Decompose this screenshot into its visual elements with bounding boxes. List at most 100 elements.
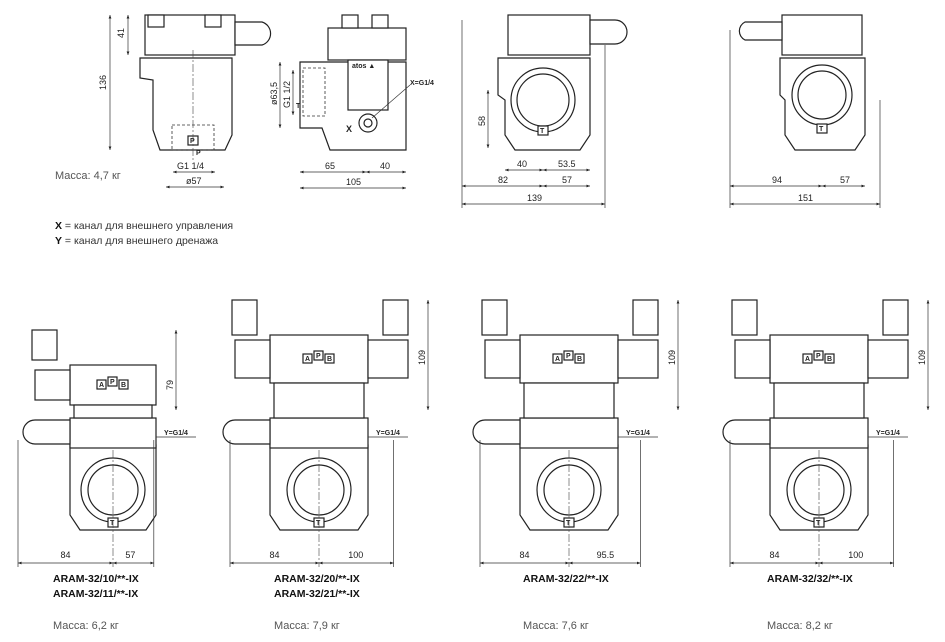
legend-key: Y	[55, 235, 63, 247]
pilot-plug	[472, 419, 521, 445]
valve-body	[139, 57, 233, 151]
model-name: ARAM-32/11/**-IX	[53, 588, 139, 600]
model-name: ARAM-32/21/**-IX	[274, 588, 360, 600]
port-bore	[797, 70, 847, 120]
dim-right: 100	[348, 550, 363, 560]
connector-left	[481, 299, 508, 336]
legend-y: Y = канал для внешнего дренажа	[55, 235, 218, 247]
y-port-label: Y=G1/4	[626, 430, 650, 437]
solenoid-coil-left	[234, 339, 271, 379]
x-port-label: X=G1/4	[410, 80, 434, 87]
dim-139: 139	[527, 193, 542, 203]
port-box	[118, 379, 129, 390]
dim-dia635: ø63,5	[269, 82, 279, 105]
dim-57: 57	[562, 175, 572, 185]
adapter-plate	[773, 382, 865, 419]
port-box	[813, 350, 824, 361]
y-port-label: Y=G1/4	[164, 430, 188, 437]
model-name: ARAM-32/32/**-IX	[767, 573, 853, 585]
view-rear-alt: T 94 57 151	[729, 14, 881, 208]
legend-text: = канал для внешнего дренажа	[62, 235, 219, 247]
port-box	[563, 350, 574, 361]
dim-57: 57	[840, 175, 850, 185]
y-port-label: Y=G1/4	[876, 430, 900, 437]
port-box	[324, 353, 335, 364]
mass-3: Масса: 7,6 кг	[523, 620, 589, 632]
view-front: P P 41 136 G1 1/4 ø57	[98, 14, 272, 189]
dim-136: 136	[98, 75, 108, 90]
solenoid-coil-right	[367, 339, 409, 379]
port-label-b: B	[327, 356, 332, 363]
x-port-inner	[363, 118, 373, 128]
port-t-label: T	[819, 126, 824, 133]
adapter-plate	[273, 382, 365, 419]
port-box	[552, 353, 563, 364]
port-t-label: T	[816, 520, 821, 527]
connector-left	[231, 299, 258, 336]
port-box	[824, 353, 835, 364]
dim-height: 109	[667, 350, 677, 365]
pilot-plate	[69, 417, 157, 449]
dim-height: 109	[417, 350, 427, 365]
port-label-p: P	[816, 353, 821, 360]
dim-port: G1 1/4	[177, 161, 204, 171]
dim-left: 84	[770, 550, 780, 560]
solenoid-coil-right	[867, 339, 909, 379]
model-label-3: ARAM-32/22/**-IX	[523, 572, 609, 587]
port-box	[816, 123, 828, 134]
dim-left: 84	[61, 550, 71, 560]
dim-right: 95.5	[597, 550, 615, 560]
mass-1: Масса: 6,2 кг	[53, 620, 119, 632]
solenoid-coil-right	[617, 339, 659, 379]
dim-40: 40	[517, 159, 527, 169]
dim-height: 79	[165, 380, 175, 390]
dim-65: 65	[325, 161, 335, 171]
dim-right: 57	[125, 550, 135, 560]
legend-x: X = канал для внешнего управления	[55, 220, 233, 232]
dim-151: 151	[798, 193, 813, 203]
dim-left: 84	[270, 550, 280, 560]
pilot-plug	[234, 21, 272, 46]
head-screw	[204, 14, 222, 28]
dim-58: 58	[477, 116, 487, 126]
solenoid-coil-left	[484, 339, 521, 379]
y-port-label: Y=G1/4	[376, 430, 400, 437]
brand-logo: atos ▲	[352, 63, 375, 70]
port-hidden	[302, 67, 326, 117]
port-label-a: A	[555, 356, 560, 363]
head-screw	[371, 14, 389, 29]
port-label-p: P	[110, 379, 115, 386]
pilot-plug	[722, 419, 771, 445]
port-box-label: P	[190, 138, 195, 145]
pilot-plate	[519, 417, 619, 449]
view-rear: T 58 40 53.5 82 57 139	[461, 14, 628, 208]
port-t-label: T	[540, 128, 545, 135]
port-box	[302, 353, 313, 364]
adapter-plate	[523, 382, 615, 419]
port-t-label: T	[316, 520, 321, 527]
pilot-head	[781, 14, 863, 56]
view-side: atos ▲ X X=G1/4 ø63,5 G1 1/2 T 65 40 105	[269, 14, 434, 190]
nameplate	[347, 59, 389, 111]
model-label-4: ARAM-32/32/**-IX	[767, 572, 853, 587]
legend-key: X	[55, 220, 63, 232]
port-label-b: B	[577, 356, 582, 363]
port-t-label: T	[110, 520, 115, 527]
pilot-head	[327, 27, 407, 61]
dim-height: 109	[917, 350, 927, 365]
head-screw	[147, 14, 165, 28]
dim-40: 40	[380, 161, 390, 171]
port-bore	[516, 73, 570, 127]
port-box	[313, 350, 324, 361]
connector-right	[882, 299, 909, 336]
dim-41: 41	[116, 28, 126, 38]
port-label-a: A	[805, 356, 810, 363]
port-label-a: A	[305, 356, 310, 363]
port-label: P	[196, 150, 201, 157]
dim-105: 105	[346, 177, 361, 187]
model-name: ARAM-32/10/**-IX	[53, 573, 139, 585]
port-label-a: A	[99, 382, 104, 389]
